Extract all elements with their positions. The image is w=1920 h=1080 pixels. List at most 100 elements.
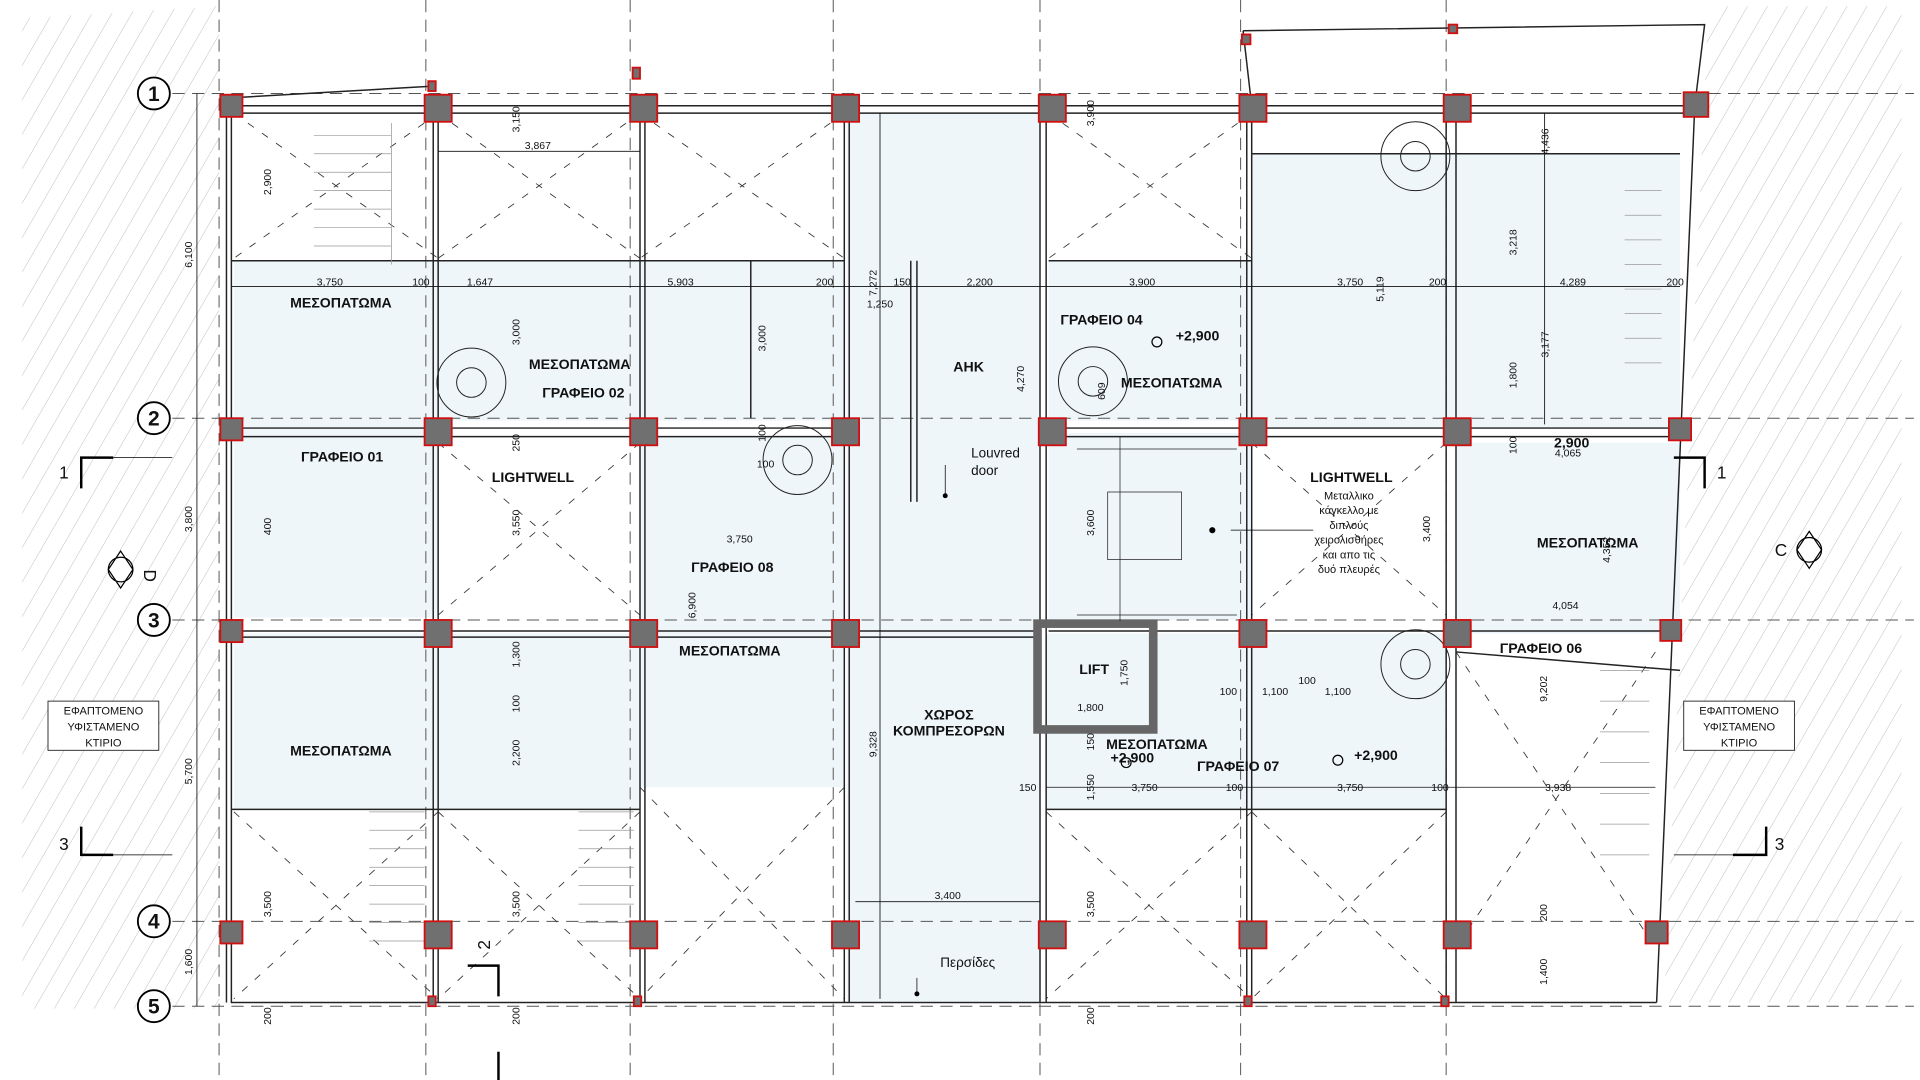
dimension: 3,400 — [935, 891, 961, 902]
dimension: 3,900 — [1086, 100, 1097, 126]
dimension: 3,867 — [525, 141, 551, 152]
dimension: 9,202 — [1539, 676, 1550, 702]
dimension: 3,550 — [511, 510, 522, 536]
room-label: ΜΕΣΟΠΑΤΩΜΑ — [679, 643, 781, 659]
dimension: 3,000 — [758, 325, 769, 351]
railing-note: χειρολισθήρες — [1314, 535, 1383, 547]
room-label: ΓΡΑΦΕΙΟ 06 — [1500, 640, 1582, 656]
dimension: 200 — [1086, 1007, 1097, 1025]
railing-note: διπλούς — [1329, 520, 1368, 532]
dimension: 200 — [511, 1007, 522, 1025]
railing-note: κάγκελλο με — [1319, 505, 1378, 517]
dimension: 3,938 — [1545, 783, 1571, 794]
railing-note: και απο τις — [1323, 549, 1376, 561]
dimension: 100 — [1508, 436, 1519, 454]
structural-columns — [219, 23, 1710, 1008]
dimension: 5,903 — [668, 277, 694, 288]
dimension: 200 — [1539, 904, 1550, 922]
dimension: 150 — [1019, 783, 1037, 794]
adjacent-building-left: ΥΦΙΣΤΑΜΕΝΟ — [67, 722, 139, 734]
dimension: 1,550 — [1086, 774, 1097, 800]
dimension: 100 — [1431, 783, 1449, 794]
dimension: 1,600 — [184, 949, 195, 975]
level-mark: 2,900 — [1554, 435, 1590, 451]
room-label: ΜΕΣΟΠΑΤΩΜΑ — [529, 356, 631, 372]
dimension: 100 — [1220, 687, 1238, 698]
dimension: 100 — [1226, 783, 1244, 794]
dimension: 3,750 — [1132, 783, 1158, 794]
section-markers: 1 1 3 3 2 C D — [59, 456, 1823, 1080]
dimension: 3,750 — [317, 277, 343, 288]
dimension: 2,200 — [967, 277, 993, 288]
dimension: 1,800 — [1077, 703, 1103, 714]
room-label: ΜΕΣΟΠΑΤΩΜΑ — [1106, 736, 1208, 752]
elevation-marker-c: C — [1775, 540, 1787, 560]
adjacent-building-right: ΚΤΙΡΙΟ — [1721, 738, 1758, 750]
dimension: 7,272 — [868, 270, 879, 296]
room-label: ΓΡΑΦΕΙΟ 04 — [1060, 312, 1142, 328]
room-label: ΜΕΣΟΠΑΤΩΜΑ — [1537, 534, 1639, 550]
grid-label-2: 2 — [148, 408, 160, 431]
dimension: 1,647 — [467, 277, 493, 288]
section-marker-3-right: 3 — [1775, 834, 1785, 854]
dimension: 100 — [757, 459, 775, 470]
dimension: 3,750 — [1337, 783, 1363, 794]
dimension: 1,400 — [1539, 959, 1550, 985]
level-mark: +2,900 — [1110, 750, 1154, 766]
dimension: 3,000 — [511, 319, 522, 345]
grid-label-4: 4 — [148, 911, 160, 934]
dimension: 3,177 — [1540, 331, 1551, 357]
dimension: 200 — [1429, 277, 1447, 288]
room-label: ΓΡΑΦΕΙΟ 01 — [301, 448, 383, 464]
dimension: 3,900 — [1129, 277, 1155, 288]
room-label: ΓΡΑΦΕΙΟ 08 — [691, 559, 773, 575]
notes: Louvred door Περσίδες Μεταλλικο κάγκελλο… — [47, 446, 1795, 997]
room-label: ΧΩΡΟΣ — [924, 707, 974, 723]
dimension: 100 — [758, 424, 769, 442]
lift-shaft — [1033, 619, 1158, 734]
room-label: LIGHTWELL — [1310, 469, 1393, 485]
section-marker-1-right: 1 — [1717, 463, 1727, 483]
room-label: ΓΡΑΦΕΙΟ 07 — [1197, 758, 1279, 774]
dimension-lines — [196, 93, 1680, 1007]
straight-stairs — [313, 123, 1662, 942]
dimension: 1,100 — [1262, 687, 1288, 698]
dimension: 3,400 — [1422, 516, 1433, 542]
section-marker-2: 2 — [474, 940, 494, 950]
dimension: 6,900 — [687, 592, 698, 618]
dimension: 100 — [1298, 676, 1316, 687]
room-label: LIFT — [1079, 661, 1109, 677]
dimension: 4,065 — [1555, 448, 1581, 459]
dimension: 4,289 — [1560, 277, 1586, 288]
dimension: 1,750 — [1119, 660, 1130, 686]
room-label: ΜΕΣΟΠΑΤΩΜΑ — [290, 295, 392, 311]
dimension-texts: 6,100 3,800 5,700 1,600 2,900 3,150 3,86… — [184, 100, 1684, 1025]
adjacent-building-left: ΚΤΙΡΙΟ — [85, 738, 122, 750]
grid-label-3: 3 — [148, 609, 160, 632]
dimension: 400 — [263, 518, 274, 536]
dimension: 3,150 — [511, 106, 522, 132]
dimension: 1,300 — [511, 641, 522, 667]
dimension: 5,700 — [184, 758, 195, 784]
level-mark: +2,900 — [1354, 747, 1398, 763]
grid-label-1: 1 — [148, 83, 160, 106]
adjacent-building-left: ΕΦΑΠΤΟΜΕΝΟ — [64, 706, 144, 718]
dimension: 3,800 — [184, 506, 195, 532]
dimension: 150 — [893, 277, 911, 288]
elevation-marker-d: D — [140, 570, 160, 582]
dimension: 150 — [1086, 733, 1097, 751]
dimension: 1,250 — [867, 300, 893, 311]
dimension: 1,100 — [1325, 687, 1351, 698]
dimension: 2,200 — [511, 740, 522, 766]
room-label: LIGHTWELL — [492, 469, 575, 485]
dimension: 609 — [1097, 382, 1108, 400]
grid-label-5: 5 — [148, 996, 160, 1019]
dimension: 3,500 — [1086, 891, 1097, 917]
dimension: 3,750 — [1337, 277, 1363, 288]
room-label: ΜΕΣΟΠΑΤΩΜΑ — [1121, 374, 1223, 390]
room-fills — [233, 113, 1680, 1002]
railing-note: Μεταλλικο — [1324, 490, 1374, 502]
room-labels: ΜΕΣΟΠΑΤΩΜΑ ΜΕΣΟΠΑΤΩΜΑ ΓΡΑΦΕΙΟ 02 ΓΡΑΦΕΙΟ… — [290, 295, 1638, 775]
adjacent-building-right-hatch — [1664, 6, 1902, 1003]
